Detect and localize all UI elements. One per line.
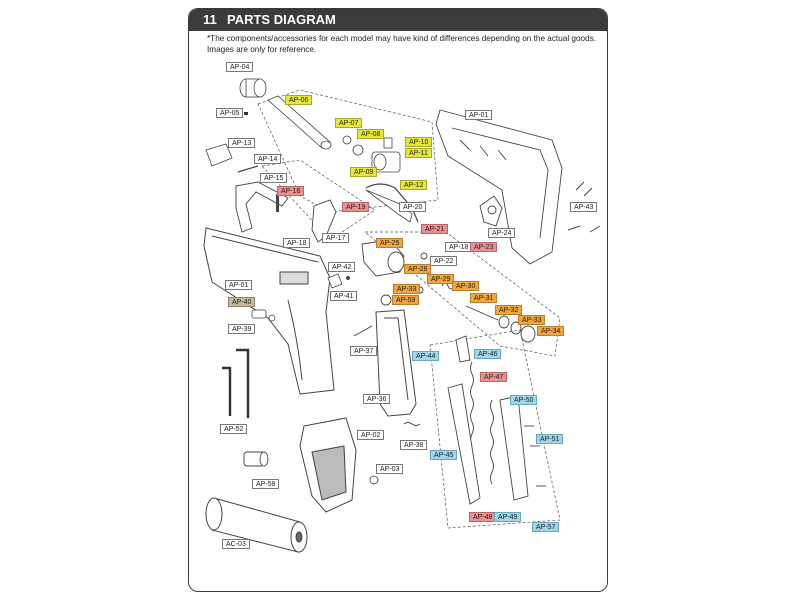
- label-ap18-b: AP-18: [445, 242, 473, 252]
- label-ap21: AP-21: [421, 224, 449, 234]
- ap40-part: [251, 309, 267, 319]
- label-ap06: AP-06: [285, 95, 313, 105]
- label-ap46: AP-46: [474, 349, 502, 359]
- label-ap32: AP-32: [495, 305, 523, 315]
- label-ap24: AP-24: [488, 228, 516, 238]
- label-ap18-a: AP-18: [283, 238, 311, 248]
- label-ap07: AP-07: [335, 118, 363, 128]
- ap03-screw-part: [369, 475, 379, 485]
- label-ap57: AP-57: [532, 522, 560, 532]
- magazine-internals-part: [447, 335, 546, 505]
- label-ap33-a: AP-33: [393, 284, 421, 294]
- label-ap52: AP-52: [220, 424, 248, 434]
- label-ap25: AP-25: [376, 238, 404, 248]
- ap52-hex-keys-part: [222, 348, 250, 418]
- ap08-ring-part: [352, 144, 364, 156]
- label-ap02: AP-02: [357, 430, 385, 440]
- ap13-sight-part: [205, 143, 233, 167]
- label-ap20: AP-20: [399, 202, 427, 212]
- label-ap17: AP-17: [322, 233, 350, 243]
- label-ap19: AP-19: [342, 202, 370, 212]
- label-ap42: AP-42: [328, 262, 356, 272]
- ap15-spring-part: [237, 165, 259, 173]
- page-title: PARTS DIAGRAM: [227, 12, 336, 27]
- label-ap34: AP-34: [537, 326, 565, 336]
- section-number: 11: [203, 12, 217, 27]
- label-ap47: AP-47: [480, 372, 508, 382]
- label-ap13: AP-13: [228, 138, 256, 148]
- ap58-adapter-part: [243, 451, 269, 467]
- label-ap36: AP-36: [363, 394, 391, 404]
- label-ap03: AP-03: [376, 464, 404, 474]
- label-ap48: AP-48: [469, 512, 497, 522]
- label-ap41: AP-41: [330, 291, 358, 301]
- label-ap08: AP-08: [357, 129, 385, 139]
- label-ap51: AP-51: [536, 434, 564, 444]
- label-ap12: AP-12: [400, 180, 428, 190]
- label-ap40: AP-40: [228, 297, 256, 307]
- slide-group-outline: [257, 89, 439, 213]
- ap38-spring-part: [403, 422, 421, 426]
- ap43-pins-part: [567, 181, 601, 233]
- label-ap22: AP-22: [430, 256, 458, 266]
- label-ap04: AP-04: [226, 62, 254, 72]
- label-ap10: AP-10: [405, 137, 433, 147]
- ap24-hammer-part: [479, 195, 503, 227]
- label-ap38: AP-38: [400, 440, 428, 450]
- label-ap16: AP-16: [277, 186, 305, 196]
- ap07-ring-part: [342, 135, 352, 145]
- ap37-pin-part: [353, 325, 373, 337]
- ap01-frame-part: [203, 227, 335, 395]
- label-ap33-b: AP-33: [518, 315, 546, 325]
- valve-springs-part: [380, 282, 536, 343]
- label-ap05: AP-05: [216, 108, 244, 118]
- label-ap39: AP-39: [228, 324, 256, 334]
- label-ap01-frame: AP-01: [225, 280, 253, 290]
- label-ap28: AP-28: [404, 264, 432, 274]
- label-ap01-slide: AP-01: [465, 110, 493, 120]
- disclaimer-text: *The components/accessories for each mod…: [207, 34, 596, 54]
- ap02-grip-part: [299, 417, 357, 513]
- label-ap23: AP-23: [470, 242, 498, 252]
- ap12-spring-part: [365, 183, 419, 223]
- label-ac03: AC-03: [222, 539, 250, 549]
- label-ap30: AP-30: [452, 281, 480, 291]
- label-ap31: AP-31: [470, 293, 498, 303]
- ap06-barrel-part: [267, 95, 332, 150]
- label-ap09: AP-09: [350, 167, 378, 177]
- label-ap37: AP-37: [350, 346, 378, 356]
- label-ap43: AP-43: [570, 202, 598, 212]
- ap10-nozzle-part: [371, 137, 401, 173]
- title-bar: 11 PARTS DIAGRAM: [189, 9, 607, 31]
- ap42-part: [327, 273, 343, 289]
- ac03-silencer-part: [205, 497, 308, 553]
- ap39-part: [268, 314, 276, 322]
- label-ap50: AP-50: [510, 395, 538, 405]
- ap16-spring-part: [276, 194, 279, 212]
- label-ap14: AP-14: [254, 154, 282, 164]
- trigger-group-outline: [261, 159, 376, 241]
- label-ap45: AP-45: [430, 450, 458, 460]
- trigger-bar-part: [235, 181, 289, 233]
- ap41-part: [346, 276, 350, 280]
- label-ap11: AP-11: [405, 148, 432, 158]
- label-ap49: AP-49: [494, 512, 522, 522]
- ap05-screw-part: [244, 112, 248, 115]
- label-ap44: AP-44: [412, 351, 440, 361]
- ap04-bushing-part: [239, 78, 267, 98]
- ap20-lever-part: [365, 189, 413, 223]
- ap36-magazine-part: [375, 309, 417, 417]
- label-ap59: AP-59: [392, 295, 420, 305]
- ap01-slide-part: [435, 109, 563, 265]
- label-ap29: AP-29: [427, 274, 455, 284]
- label-ap15: AP-15: [260, 173, 288, 183]
- magazine-group-outline: [429, 329, 561, 529]
- label-ap58: AP-58: [252, 479, 280, 489]
